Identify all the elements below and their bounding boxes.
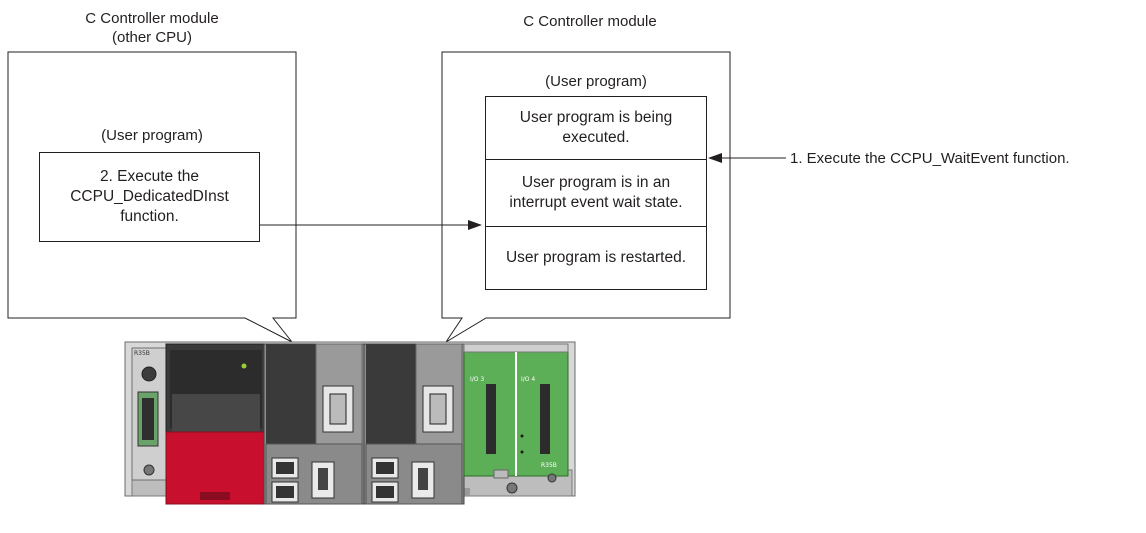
state-executing: User program is being executed. — [485, 96, 707, 160]
step2-line2: CCPU_DedicatedDInst — [70, 188, 229, 205]
step1-label: 1. Execute the CCPU_WaitEvent function. — [790, 150, 1070, 167]
step2-line1: 2. Execute the — [99, 168, 200, 185]
arrow-step1-head — [708, 153, 722, 163]
state-waiting: User program is in an interrupt event wa… — [485, 159, 707, 227]
state-waiting-line1: User program is in an — [521, 174, 671, 191]
state-restarted: User program is restarted. — [485, 226, 707, 290]
right-user-program-heading: (User program) — [545, 73, 647, 90]
state-stack: User program is being executed. User pro… — [485, 96, 707, 290]
slot3-label: I/O 3 — [470, 376, 485, 383]
left-module-title: C Controller module (other CPU) — [52, 9, 252, 47]
base-model-label: R35B — [541, 462, 557, 469]
state-executing-line1: User program is being — [519, 109, 673, 126]
plc-hardware — [124, 341, 576, 505]
power-supply-label: R35B — [134, 350, 150, 357]
step2-box: 2. Execute the CCPU_DedicatedDInst funct… — [39, 152, 260, 242]
state-waiting-line2: interrupt event wait state. — [509, 194, 683, 211]
step2-line3: function. — [120, 208, 179, 225]
slot4-label: I/O 4 — [521, 376, 536, 383]
state-restarted-text: User program is restarted. — [505, 249, 687, 266]
left-module-title-line1: C Controller module — [85, 10, 219, 27]
left-module-title-line2: (other CPU) — [111, 29, 193, 46]
left-user-program-heading: (User program) — [101, 127, 203, 144]
right-module-title: C Controller module — [523, 13, 657, 30]
arrow-step2-head — [468, 220, 482, 230]
state-executing-line2: executed. — [562, 129, 630, 146]
